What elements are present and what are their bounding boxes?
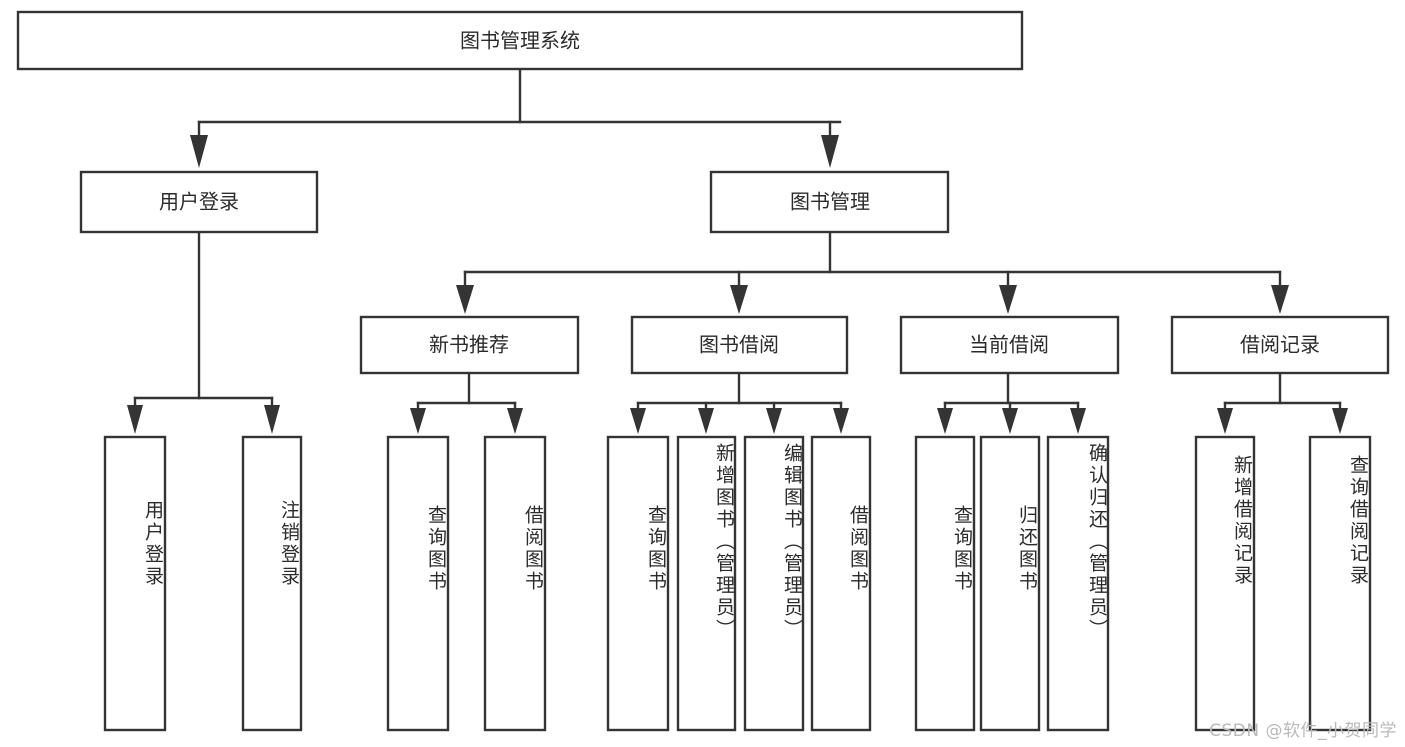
node-current-borrow-label: 当前借阅 — [969, 333, 1049, 357]
node-root-label: 图书管理系统 — [460, 29, 580, 53]
node-current-borrow[interactable]: 当前借阅 — [899, 315, 1120, 375]
arrowhead-leaf-user-logout — [264, 405, 280, 434]
node-new-book-recommend-box[interactable] — [359, 315, 580, 375]
node-current-borrow-box[interactable] — [899, 315, 1120, 375]
node-borrow-record[interactable]: 借阅记录 — [1170, 315, 1390, 375]
node-leaf-query-book-2-box[interactable] — [606, 435, 670, 732]
connectors — [127, 67, 1348, 434]
node-root-box[interactable] — [16, 10, 1024, 71]
arrowhead-leaf-add-record — [1217, 408, 1233, 434]
arrowhead-book-borrow — [730, 285, 748, 314]
node-new-book-recommend-label: 新书推荐 — [429, 333, 509, 357]
arrowhead-leaf-edit-book — [766, 408, 782, 434]
arrowhead-leaf-query-book-1 — [410, 408, 426, 434]
node-leaf-query-book-1-box[interactable] — [386, 435, 450, 732]
node-user-login-box[interactable] — [79, 170, 319, 234]
node-leaf-borrow-book-2-box[interactable] — [810, 435, 872, 732]
node-leaf-return-book-box[interactable] — [979, 435, 1041, 732]
node-new-book-recommend[interactable]: 新书推荐 — [359, 315, 580, 375]
arrowhead-borrow-record — [1271, 285, 1289, 314]
arrowhead-leaf-query-record — [1332, 408, 1348, 434]
node-book-manage-label: 图书管理 — [790, 190, 870, 214]
arrowhead-leaf-confirm-return — [1070, 408, 1086, 434]
node-book-borrow-box[interactable] — [630, 315, 849, 375]
leaf-boxes — [103, 435, 1372, 732]
arrowhead-leaf-borrow-book-1 — [507, 408, 523, 434]
node-book-manage[interactable]: 图书管理 — [709, 170, 950, 234]
csdn-watermark: CSDN @软件_小贺同学 — [1209, 721, 1397, 741]
node-borrow-record-label: 借阅记录 — [1240, 333, 1320, 357]
arrowhead-leaf-query-book-3 — [937, 408, 953, 434]
node-leaf-add-book-box[interactable] — [676, 435, 737, 732]
arrowhead-leaf-query-book-2 — [630, 408, 646, 434]
node-leaf-borrow-book-1-box[interactable] — [483, 435, 547, 732]
node-root[interactable]: 图书管理系统 — [16, 10, 1024, 71]
node-borrow-record-box[interactable] — [1170, 315, 1390, 375]
node-leaf-query-book-3-box[interactable] — [914, 435, 976, 732]
arrowhead-leaf-return-book — [1002, 408, 1018, 434]
node-leaf-add-record-box[interactable] — [1194, 435, 1256, 732]
arrowhead-user-login — [190, 135, 208, 168]
arrowhead-new-book-recommend — [456, 285, 474, 314]
node-book-borrow[interactable]: 图书借阅 — [630, 315, 849, 375]
node-leaf-edit-book-box[interactable] — [743, 435, 805, 732]
arrowhead-leaf-add-book — [698, 408, 714, 434]
arrowhead-current-borrow — [999, 285, 1017, 314]
arrowhead-leaf-borrow-book-2 — [833, 408, 849, 434]
node-leaf-user-logout-box[interactable] — [241, 435, 303, 732]
node-user-login-label: 用户登录 — [159, 190, 239, 214]
arrowhead-leaf-user-login — [127, 405, 143, 434]
node-user-login[interactable]: 用户登录 — [79, 170, 319, 234]
node-book-borrow-label: 图书借阅 — [699, 333, 779, 357]
arrowhead-book-manage — [821, 135, 839, 168]
node-leaf-query-record-box[interactable] — [1308, 435, 1372, 732]
node-leaf-confirm-return-box[interactable] — [1046, 435, 1110, 732]
node-book-manage-box[interactable] — [709, 170, 950, 234]
node-leaf-user-login-box[interactable] — [103, 435, 167, 732]
